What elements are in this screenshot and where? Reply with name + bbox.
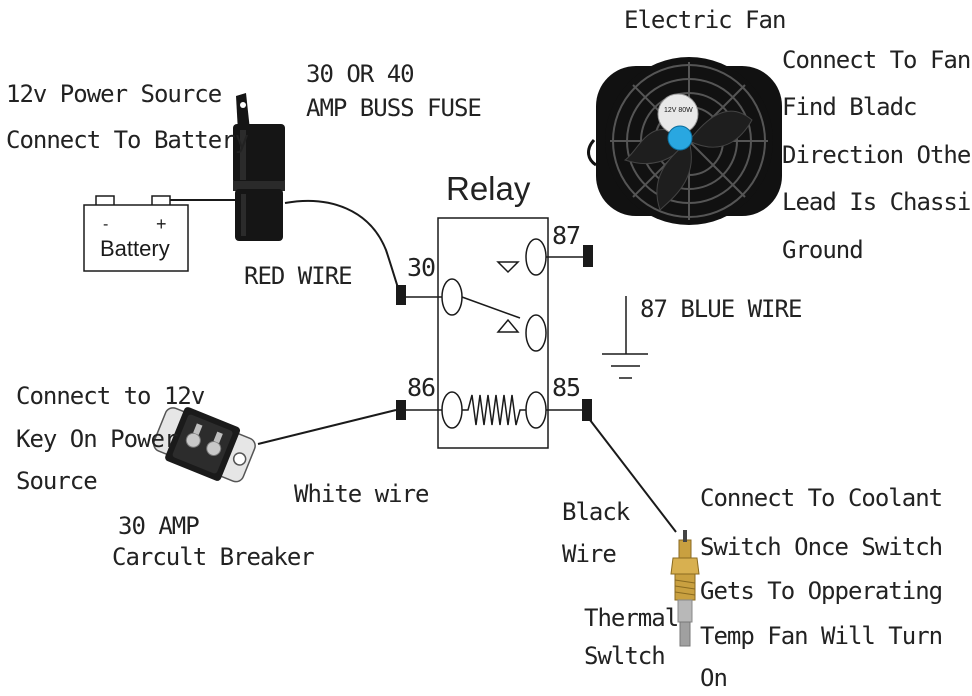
pin-30-label: 30 — [407, 253, 436, 282]
electric-fan-title: Electric Fan — [624, 6, 786, 34]
coolant-note-line5: On — [700, 664, 728, 692]
white-wire-label: White wire — [294, 480, 429, 508]
fuse-label-line1: 30 OR 40 — [306, 60, 415, 88]
thermal-switch-label-line1: Thermal — [584, 604, 679, 632]
fan-note-line2: Find Bladc — [782, 93, 917, 121]
thermal-switch-icon — [670, 530, 700, 647]
fan-note-line1: Connect To Fan — [782, 46, 971, 74]
coolant-note-line1: Connect To Coolant — [700, 484, 943, 512]
breaker-label-line1: 30 AMP — [118, 512, 200, 540]
fan-note-line4: Lead Is Chassis — [782, 188, 972, 216]
fan-note-line3: Direction Other — [782, 141, 972, 169]
battery-icon: - + Battery — [83, 195, 189, 272]
key-on-label-line2: Key On Power — [16, 425, 178, 453]
pin-86-terminal — [396, 400, 406, 420]
fan-hub-label: 12V 80W — [664, 107, 693, 114]
black-wire-label-line1: Black — [562, 498, 630, 526]
pin-85-label: 85 — [552, 373, 581, 402]
battery-minus-label: - — [103, 216, 108, 233]
pin-86-label: 86 — [407, 373, 436, 402]
power-source-label-line2: Connect To Battery — [6, 126, 249, 154]
electric-fan-icon: 12V 80W — [587, 57, 782, 225]
battery-plus-label: + — [156, 214, 167, 234]
coolant-note-line2: Switch Once Switch — [700, 533, 943, 561]
pin-85-terminal — [582, 399, 592, 421]
coolant-note-line4: Temp Fan Will Turn — [700, 622, 943, 650]
fuse-holder-icon — [233, 93, 285, 241]
black-wire-label-line2: Wire — [562, 540, 617, 568]
fuse-label-line2: AMP BUSS FUSE — [306, 94, 482, 122]
pin-87-terminal — [583, 245, 593, 267]
ground-symbol — [602, 296, 648, 379]
red-wire — [284, 199, 401, 295]
battery-label: Battery — [100, 236, 170, 261]
fan-note-line5: Ground — [782, 236, 864, 264]
key-on-label-line1: Connect to 12v — [16, 382, 205, 410]
breaker-label-line2: Carcult Breaker — [112, 543, 315, 571]
red-wire-label: RED WIRE — [244, 262, 353, 290]
key-on-label-line3: Source — [16, 467, 98, 495]
relay-box — [437, 217, 549, 449]
blue-wire-label: 87 BLUE WIRE — [640, 295, 802, 323]
pin-30-terminal — [396, 285, 406, 305]
circuit-breaker-icon — [152, 407, 256, 483]
white-wire — [257, 409, 397, 445]
pin-87-label: 87 — [552, 221, 581, 250]
coolant-note-line3: Gets To Opperating — [700, 577, 943, 605]
relay-title: Relay — [446, 170, 531, 207]
thermal-switch-label-line2: Swltch — [584, 642, 666, 670]
power-source-label-line1: 12v Power Source — [6, 80, 222, 108]
black-wire — [589, 419, 677, 533]
